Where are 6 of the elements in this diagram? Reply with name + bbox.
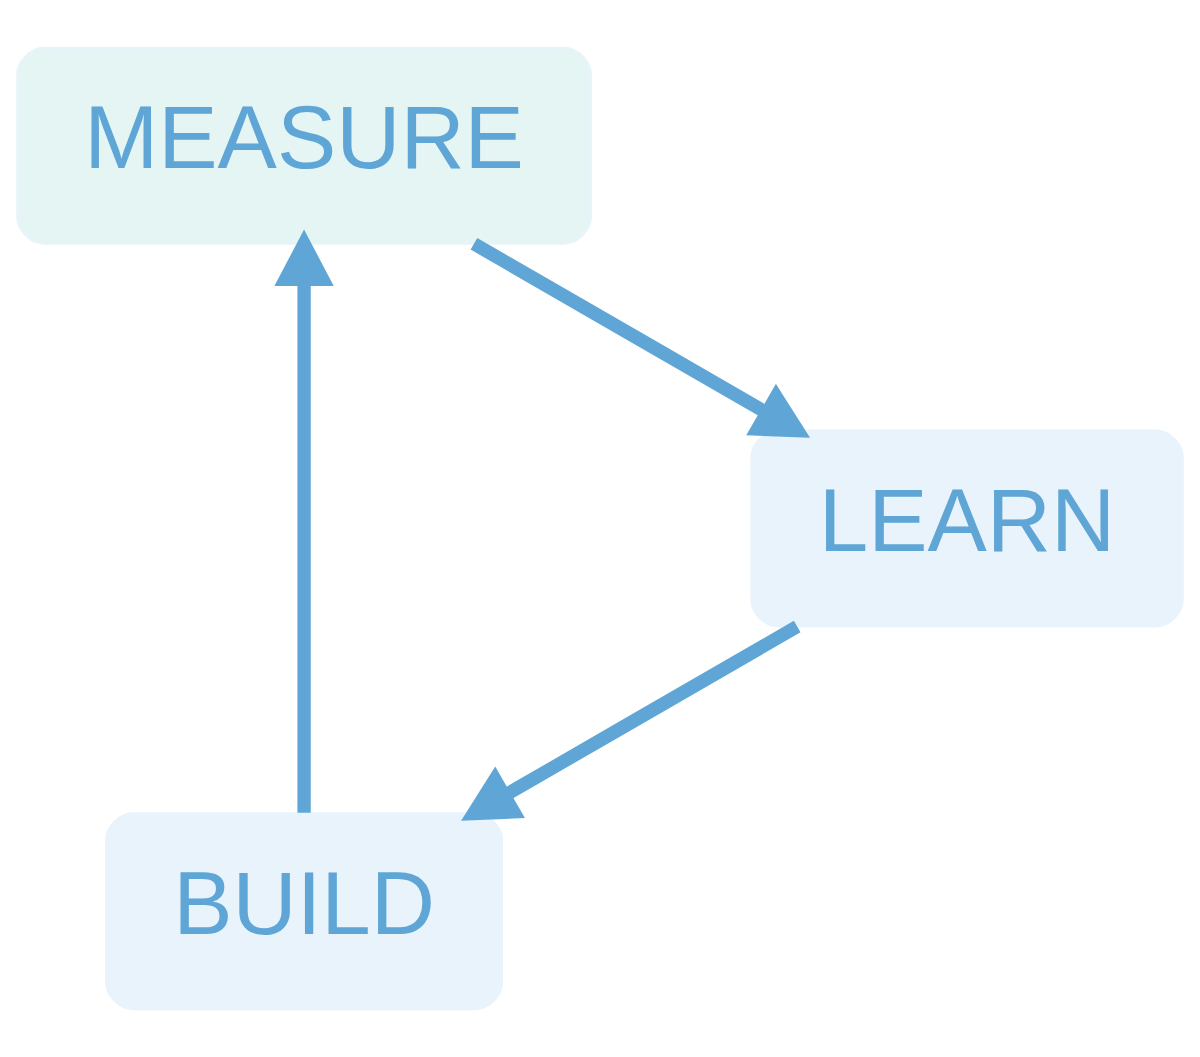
arrow	[470, 238, 811, 438]
node-box: MEASURE	[16, 46, 592, 245]
node-box: LEARN	[750, 429, 1184, 628]
node-box: BUILD	[105, 812, 504, 1011]
arrow	[274, 229, 334, 813]
arrow	[461, 620, 801, 821]
